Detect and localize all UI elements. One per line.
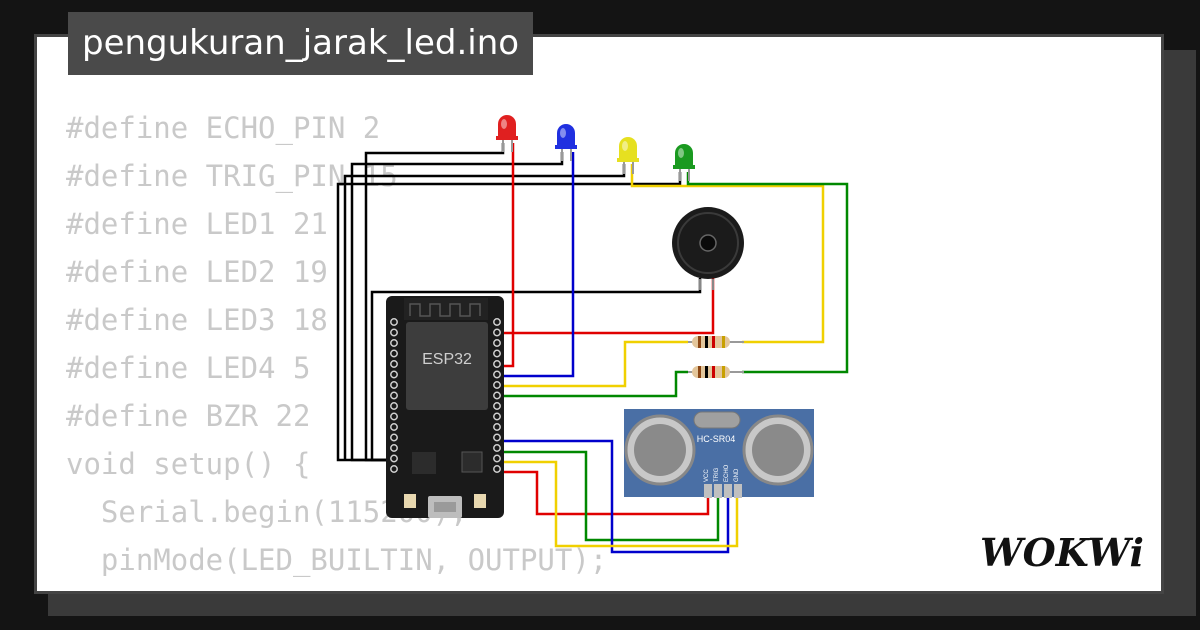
code-line: #define LED3 18 — [66, 303, 328, 337]
board-pin — [493, 391, 501, 400]
board-pin — [390, 433, 398, 442]
board-pin — [493, 444, 501, 452]
buzzer — [672, 207, 744, 290]
wire-yellow-gnd — [498, 460, 739, 548]
code-line: void setup() { — [66, 447, 311, 481]
esp32-label: ESP32 — [422, 351, 472, 368]
board-pin — [390, 349, 398, 358]
board-pin — [390, 339, 398, 347]
board-pin — [390, 454, 398, 463]
board-pin — [493, 349, 501, 358]
resistor-1 — [688, 336, 744, 348]
code-background: #define ECHO_PIN 2#define TRIG_PIN 15#de… — [66, 104, 607, 584]
wokwi-logo: WOKWi — [980, 530, 1144, 575]
board-pin — [390, 465, 398, 473]
board-pin — [493, 370, 501, 379]
sketch-title: pengukuran_jarak_led.ino — [68, 12, 534, 75]
board-pin — [493, 412, 501, 421]
esp32-module — [406, 322, 488, 410]
board-pin — [390, 423, 398, 431]
wire-green-r2 — [498, 370, 688, 398]
led-yellow — [617, 137, 639, 174]
board-pin — [493, 454, 501, 463]
canvas-frame — [34, 34, 1164, 594]
board-pin — [390, 370, 398, 379]
wire-red-buzzer — [498, 278, 715, 335]
code-line: #define BZR 22 — [66, 399, 311, 433]
wire-green-trig — [498, 450, 720, 542]
led-blue — [555, 124, 577, 161]
board-pin — [493, 423, 501, 431]
hc-sr04-sensor: HC-SR04 VCC TRIG ECHO GND — [624, 409, 814, 498]
board-pin — [493, 318, 501, 326]
code-line: #define LED4 5 — [66, 351, 311, 385]
board-pin — [390, 412, 398, 421]
board-pin — [493, 381, 501, 389]
wire-yellow-led3 — [630, 164, 825, 344]
board-pin — [493, 328, 501, 337]
led-red — [496, 115, 518, 152]
sensor-pin-label: TRIG — [714, 467, 720, 482]
leds — [496, 115, 695, 181]
board-pin — [493, 402, 501, 410]
transducer-right — [742, 414, 814, 486]
led-green — [673, 144, 695, 181]
wire-blue-echo — [498, 439, 730, 554]
board-pin — [493, 465, 501, 473]
board-pin — [390, 381, 398, 389]
board-pin — [390, 328, 398, 337]
board-pin — [390, 318, 398, 326]
board-pin — [493, 339, 501, 347]
board-pin — [390, 402, 398, 410]
esp32-board: ESP32 — [386, 296, 504, 518]
code-line: pinMode(LED_BUILTIN, OUTPUT); — [66, 543, 608, 577]
code-line: #define LED2 19 — [66, 255, 328, 289]
board-pin — [493, 433, 501, 442]
board-pin — [390, 444, 398, 452]
transducer-left — [624, 414, 696, 486]
logo-text: WOKWi — [980, 530, 1144, 575]
sensor-pin-label: VCC — [704, 469, 710, 482]
wire-yellow-r1 — [498, 340, 688, 388]
sensor-pin-label: GND — [734, 468, 740, 482]
code-line: #define LED1 21 — [66, 207, 328, 241]
sensor-label: HC-SR04 — [697, 434, 736, 444]
board-pin — [493, 360, 501, 368]
code-line: #define ECHO_PIN 2 — [66, 111, 381, 145]
wire-red-vcc — [498, 470, 710, 516]
board-pin — [390, 360, 398, 368]
board-pin — [390, 391, 398, 400]
wire-blue-led2 — [498, 152, 575, 378]
resistor-2 — [688, 366, 744, 378]
sensor-pin-label: ECHO — [724, 464, 730, 482]
